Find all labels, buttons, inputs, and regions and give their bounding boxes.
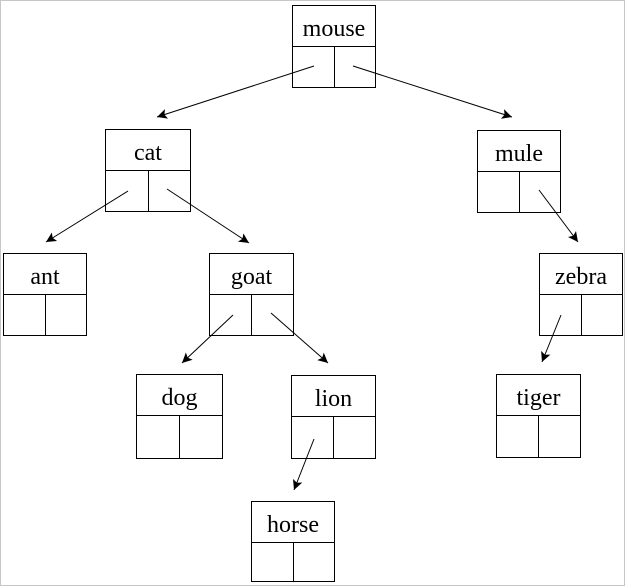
tree-node-lion: lion [291, 375, 376, 459]
pointer-cells [293, 47, 375, 87]
pointer-cells [252, 543, 334, 581]
tree-node-tiger: tiger [496, 374, 581, 458]
tree-node-dog: dog [136, 374, 223, 459]
node-label: mouse [293, 6, 375, 47]
node-label: lion [292, 376, 375, 417]
right-pointer-cell [335, 47, 376, 87]
right-pointer-cell [582, 295, 623, 335]
left-pointer-cell [137, 416, 180, 458]
pointer-cells [137, 416, 222, 458]
node-label: goat [210, 254, 293, 295]
pointer-cells [210, 295, 293, 335]
pointer-cells [478, 172, 560, 212]
left-pointer-cell [540, 295, 582, 335]
left-pointer-cell [106, 171, 149, 211]
tree-node-cat: cat [105, 129, 191, 212]
right-pointer-cell [180, 416, 222, 458]
node-label: zebra [540, 254, 622, 295]
tree-node-horse: horse [251, 501, 335, 582]
right-pointer-cell [520, 172, 561, 212]
pointer-cells [292, 417, 375, 458]
left-pointer-cell [210, 295, 252, 335]
edge-mouse-cat-arrow [156, 65, 315, 119]
right-pointer-cell [149, 171, 191, 211]
pointer-cells [4, 295, 86, 335]
left-pointer-cell [292, 417, 334, 458]
tree-node-goat: goat [209, 253, 294, 336]
tree-node-mouse: mouse [292, 5, 376, 88]
right-pointer-cell [294, 543, 335, 581]
node-label: dog [137, 375, 222, 416]
right-pointer-cell [252, 295, 293, 335]
node-label: mule [478, 131, 560, 172]
tree-node-mule: mule [477, 130, 561, 213]
left-pointer-cell [478, 172, 520, 212]
left-pointer-cell [4, 295, 46, 335]
right-pointer-cell [46, 295, 87, 335]
right-pointer-cell [334, 417, 375, 458]
right-pointer-cell [539, 416, 580, 457]
pointer-cells [497, 416, 580, 457]
node-label: tiger [497, 375, 580, 416]
tree-node-ant: ant [3, 253, 87, 336]
edge-mouse-mule-arrow [352, 65, 513, 119]
left-pointer-cell [293, 47, 335, 87]
pointer-cells [106, 171, 190, 211]
tree-node-zebra: zebra [539, 253, 623, 336]
node-label: horse [252, 502, 334, 543]
left-pointer-cell [497, 416, 539, 457]
node-label: ant [4, 254, 86, 295]
node-label: cat [106, 130, 190, 171]
pointer-cells [540, 295, 622, 335]
left-pointer-cell [252, 543, 294, 581]
